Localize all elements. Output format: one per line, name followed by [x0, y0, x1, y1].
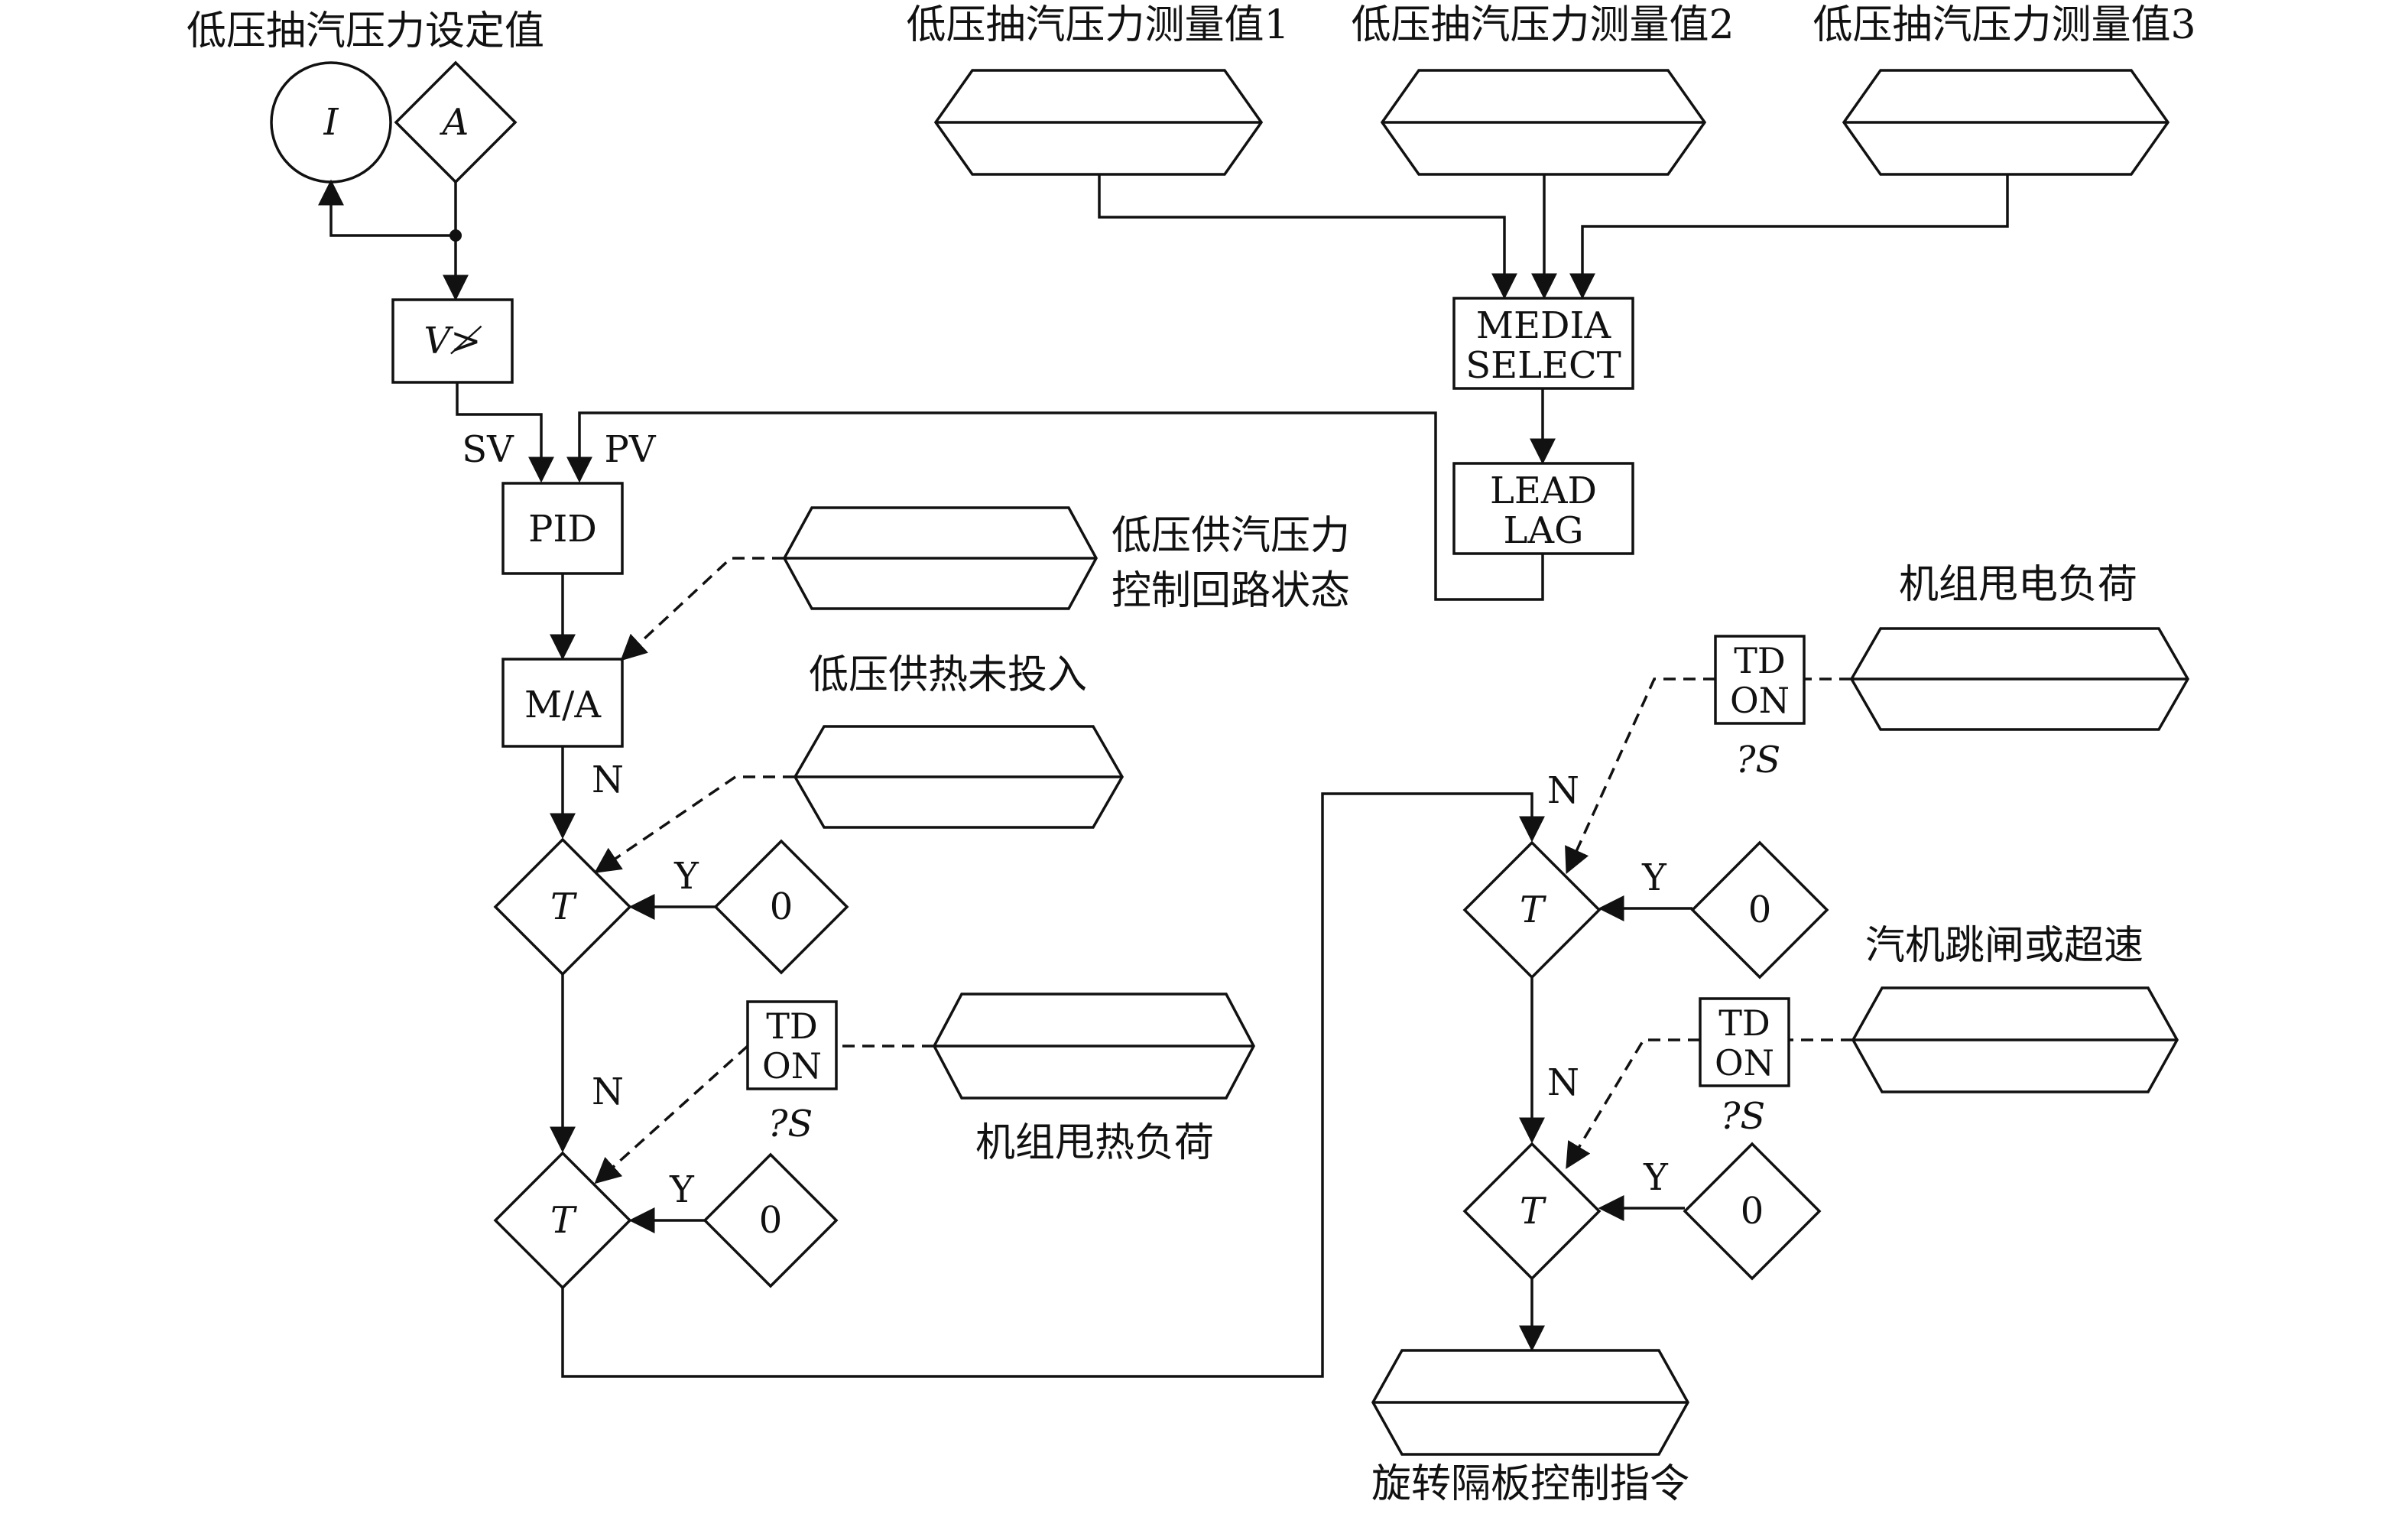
ma-block	[501, 658, 624, 748]
t3-n-out-label: N	[1547, 1061, 1579, 1104]
t1-zero-text: 0	[770, 885, 793, 928]
t3-y-label: Y	[1641, 856, 1667, 899]
t3-zero-text: 0	[1748, 889, 1772, 931]
td3-block	[1699, 997, 1790, 1087]
t1-zero-diamond	[713, 839, 849, 975]
heat-not-on-label: 低压供热未投入	[809, 652, 1087, 698]
loop-status-label-1: 低压供汽压力	[1112, 513, 1350, 559]
trip-label: 汽机跳闸或超速	[1865, 923, 2144, 969]
output-label: 旋转隔板控制指令	[1371, 1461, 1689, 1507]
v-block-text: V≯	[424, 320, 482, 362]
t4-y-label: Y	[1643, 1156, 1669, 1199]
td2-to-t3-wire	[1565, 677, 1715, 875]
t1-n-label: N	[592, 1071, 624, 1113]
measurement-3-group: 低压抽汽压力测量值3	[1812, 2, 2196, 176]
td2-line2: ON	[1730, 680, 1790, 721]
lead-lag-block	[1452, 462, 1634, 555]
td2-block	[1714, 635, 1806, 725]
ma-n-label: N	[592, 759, 624, 801]
measurement-2-label: 低压抽汽压力测量值2	[1351, 2, 1734, 48]
loop-status-wire	[620, 557, 784, 661]
pv-label: PV	[605, 428, 657, 471]
t3-text: T	[1520, 889, 1546, 931]
heat-load-reject-label: 机组甩热负荷	[975, 1120, 1214, 1166]
pid-text: PID	[528, 508, 597, 551]
t4-zero-diamond	[1683, 1142, 1822, 1281]
td1-to-t2-wire	[594, 1045, 749, 1184]
setpoint-label: 低压抽汽压力设定值	[187, 8, 544, 54]
t1-text: T	[550, 885, 577, 928]
lead-lag-line2: LAG	[1504, 509, 1584, 552]
td1-line2: ON	[762, 1045, 822, 1087]
lead-lag-line1: LEAD	[1490, 469, 1597, 512]
t2-zero-text: 0	[759, 1199, 783, 1242]
t2-text: T	[550, 1199, 577, 1242]
elec-load-reject-label: 机组甩电负荷	[1899, 562, 2137, 608]
measurement-3-wire	[1569, 174, 2009, 300]
sv-label: SV	[462, 428, 514, 471]
t3-zero-diamond	[1690, 840, 1829, 980]
setpoint-circle-text: I	[323, 101, 339, 144]
measurement-1-wire	[1098, 174, 1517, 300]
pid-block	[501, 482, 624, 575]
t1-y-label: Y	[673, 855, 699, 898]
pv-wire	[566, 411, 1544, 601]
td1-s-label: ?S	[768, 1103, 813, 1145]
media-select-line2: SELECT	[1465, 344, 1621, 387]
feedback-wire	[318, 179, 456, 237]
td3-s-label: ?S	[1721, 1095, 1766, 1138]
measurement-2-group: 低压抽汽压力测量值2	[1351, 2, 1735, 176]
v-block	[391, 298, 514, 384]
t4-zero-text: 0	[1741, 1190, 1764, 1233]
td3-to-t4-wire	[1566, 1038, 1700, 1169]
td1-block	[746, 1000, 838, 1090]
measurement-1-label: 低压抽汽压力测量值1	[906, 2, 1289, 48]
td2-line1: TD	[1734, 640, 1786, 681]
t2-zero-diamond	[703, 1152, 839, 1288]
t2-y-label: Y	[669, 1168, 695, 1211]
heat-not-on-wire	[594, 775, 795, 873]
measurement-1-group: 低压抽汽压力测量值1	[906, 2, 1290, 176]
td1-line1: TD	[766, 1006, 818, 1047]
ma-text: M/A	[524, 684, 602, 726]
t4-text: T	[1520, 1190, 1546, 1233]
setpoint-group: 低压抽汽压力设定值 I A	[187, 8, 544, 184]
loop-status-label-2: 控制回路状态	[1112, 568, 1350, 614]
setpoint-diamond-text: A	[440, 101, 469, 144]
measurement-3-label: 低压抽汽压力测量值3	[1812, 2, 2195, 48]
td3-line2: ON	[1715, 1042, 1774, 1084]
t3-n-in-label: N	[1547, 769, 1579, 812]
media-select-block	[1452, 297, 1634, 390]
td2-s-label: ?S	[1736, 739, 1781, 781]
media-select-line1: MEDIA	[1476, 304, 1612, 347]
sv-wire	[456, 382, 554, 483]
td3-line1: TD	[1718, 1002, 1770, 1044]
t2-to-t3-wire	[561, 792, 1545, 1378]
